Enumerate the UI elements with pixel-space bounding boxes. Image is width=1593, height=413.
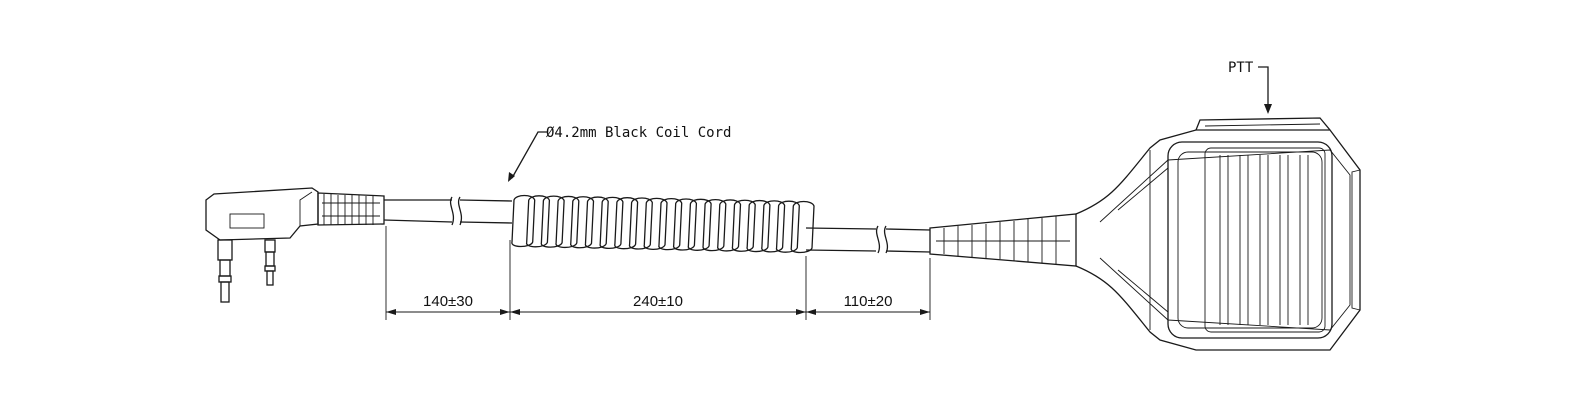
coil-loop bbox=[790, 200, 815, 254]
cord-label: Ø4.2mm Black Coil Cord bbox=[546, 125, 731, 141]
coil-loop bbox=[717, 199, 742, 252]
coil-loop bbox=[511, 194, 536, 248]
dimension-label-straight-1: 140±30 bbox=[423, 293, 473, 310]
dimension-lines bbox=[385, 226, 931, 320]
mic-strain-relief bbox=[929, 213, 1077, 267]
coil-loop bbox=[526, 195, 551, 248]
two-pin-plug bbox=[205, 187, 319, 303]
coil-cord bbox=[511, 194, 815, 254]
ptt-leader bbox=[1258, 66, 1272, 114]
coil-loop bbox=[673, 198, 698, 251]
coil-loop bbox=[643, 197, 668, 250]
coil-loop bbox=[731, 199, 756, 252]
coil-loop bbox=[599, 196, 624, 250]
coil-loop bbox=[702, 198, 727, 252]
cord-label-leader bbox=[508, 131, 548, 182]
coil-loop bbox=[658, 198, 683, 251]
straight-cable-2 bbox=[805, 225, 931, 254]
coil-loop bbox=[555, 195, 580, 249]
coil-loop bbox=[761, 200, 786, 253]
ptt-label: PTT bbox=[1228, 60, 1254, 76]
coil-loop bbox=[614, 197, 639, 250]
coil-loop bbox=[540, 195, 565, 248]
straight-cable-1 bbox=[383, 196, 513, 226]
coil-loop bbox=[746, 199, 771, 253]
speaker-microphone-body bbox=[1075, 117, 1361, 351]
coil-loop bbox=[570, 196, 595, 249]
coil-loop bbox=[628, 197, 653, 250]
coil-loop bbox=[775, 200, 800, 253]
dimension-label-coil: 240±10 bbox=[633, 293, 683, 310]
plug-strain-relief bbox=[317, 192, 385, 226]
coil-loop bbox=[687, 198, 712, 251]
coil-loop bbox=[584, 196, 609, 249]
dimension-label-straight-2: 110±20 bbox=[844, 293, 893, 310]
